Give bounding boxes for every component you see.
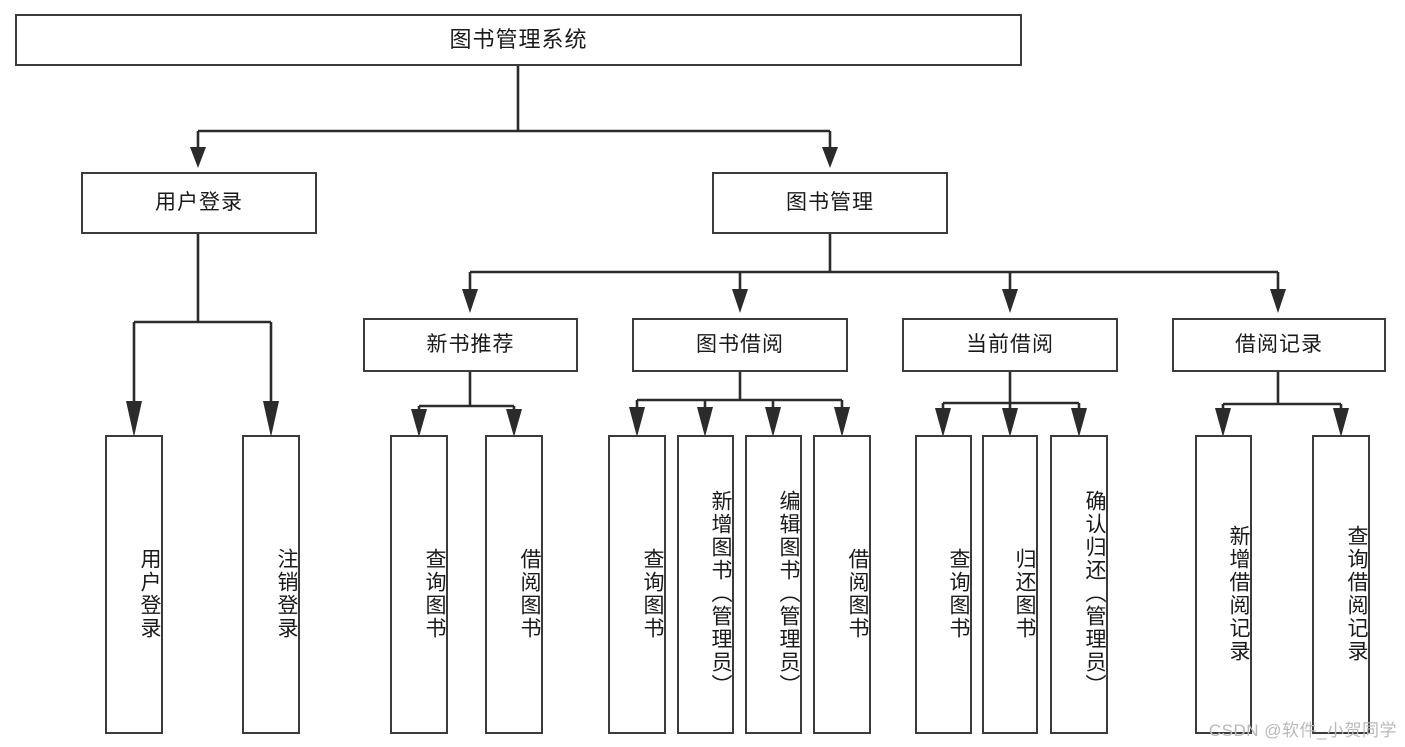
node-leaf-return-book[interactable]: 归还图书 [982, 435, 1038, 734]
arrow-current-borrow [1002, 289, 1018, 313]
node-label: 借阅记录 [1235, 333, 1323, 357]
arrow-book-manage [822, 147, 838, 168]
node-label: 图书管理 [786, 191, 874, 215]
arrow-leaf-query-record [1333, 408, 1349, 437]
node-leaf-borrow-book-2[interactable]: 借阅图书 [813, 435, 871, 734]
arrow-leaf-logout-login [263, 401, 279, 437]
arrow-leaf-user-login [126, 401, 142, 437]
arrow-new-book-recommend [462, 289, 478, 313]
watermark-text: CSDN @软件_小贺同学 [1208, 721, 1397, 740]
node-new-book-recommend[interactable]: 新书推荐 [363, 318, 578, 372]
node-user-login[interactable]: 用户登录 [81, 172, 317, 234]
node-leaf-edit-book[interactable]: 编辑图书（管理员） [745, 435, 802, 734]
arrow-leaf-borrow-book-1 [506, 409, 522, 437]
node-label: 借阅图书 [846, 547, 869, 640]
node-label: 图书借阅 [696, 333, 784, 357]
node-label: 新增图书（管理员） [709, 490, 732, 697]
arrow-leaf-add-book [697, 407, 713, 437]
node-label: 查询图书 [423, 547, 446, 640]
node-leaf-query-book-2[interactable]: 查询图书 [608, 435, 666, 734]
arrow-leaf-borrow-book-2 [834, 407, 850, 437]
node-leaf-user-login[interactable]: 用户登录 [105, 435, 163, 734]
arrow-leaf-query-book-1 [411, 409, 427, 437]
node-leaf-query-book-3[interactable]: 查询图书 [915, 435, 972, 734]
node-label: 用户登录 [138, 547, 161, 640]
node-leaf-borrow-book-1[interactable]: 借阅图书 [485, 435, 543, 734]
arrow-borrow-record [1270, 289, 1286, 313]
arrow-leaf-query-book-3 [935, 408, 951, 437]
arrow-leaf-query-book-2 [629, 407, 645, 437]
node-label: 新书推荐 [426, 333, 515, 357]
node-label: 确认归还（管理员） [1083, 490, 1106, 697]
arrow-leaf-add-record [1215, 408, 1231, 437]
node-book-borrow[interactable]: 图书借阅 [632, 318, 848, 372]
node-leaf-query-record[interactable]: 查询借阅记录 [1312, 435, 1370, 734]
node-label: 当前借阅 [966, 333, 1054, 357]
node-root-book-management-system[interactable]: 图书管理系统 [15, 14, 1022, 66]
node-label: 编辑图书（管理员） [777, 490, 800, 697]
node-leaf-confirm-return[interactable]: 确认归还（管理员） [1050, 435, 1108, 734]
node-label: 新增借阅记录 [1227, 524, 1250, 663]
arrow-user-login [190, 147, 206, 168]
node-leaf-query-book-1[interactable]: 查询图书 [390, 435, 448, 734]
node-book-manage[interactable]: 图书管理 [712, 172, 948, 234]
node-label: 注销登录 [275, 547, 298, 640]
node-label: 查询图书 [641, 547, 664, 640]
node-label: 查询借阅记录 [1345, 524, 1368, 663]
node-leaf-add-record[interactable]: 新增借阅记录 [1195, 435, 1252, 734]
arrow-leaf-confirm-return [1071, 408, 1087, 437]
node-borrow-record[interactable]: 借阅记录 [1172, 318, 1386, 372]
node-label: 用户登录 [155, 191, 243, 215]
node-label: 查询图书 [947, 547, 970, 640]
arrow-book-borrow [732, 289, 748, 313]
arrow-leaf-return-book [1002, 408, 1018, 437]
arrow-leaf-edit-book [765, 407, 781, 437]
node-label: 归还图书 [1013, 547, 1036, 640]
node-leaf-add-book[interactable]: 新增图书（管理员） [677, 435, 734, 734]
node-current-borrow[interactable]: 当前借阅 [902, 318, 1118, 372]
node-label: 图书管理系统 [449, 26, 588, 52]
node-label: 借阅图书 [518, 547, 541, 640]
node-leaf-logout-login[interactable]: 注销登录 [242, 435, 300, 734]
